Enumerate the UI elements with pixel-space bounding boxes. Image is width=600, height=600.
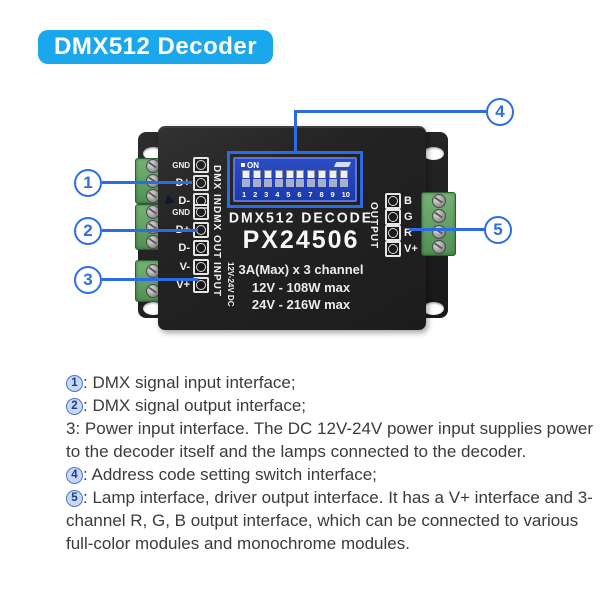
callout-2: 2 (74, 217, 102, 245)
callout-line-5 (409, 228, 486, 231)
terminal-square (385, 225, 401, 241)
dip-switch (263, 170, 272, 187)
pin-row: D+ (156, 222, 209, 238)
dmx-out-group-label: DMX OUT (211, 206, 222, 260)
description-line: channel R, G, B output interface, which … (66, 511, 579, 530)
pin-label: V+ (404, 243, 418, 255)
pin-row: GND (156, 157, 209, 173)
output-group-label: OUTPUT (368, 202, 379, 250)
description-line: 2: DMX signal output interface; (66, 394, 566, 417)
terminal-square (385, 193, 401, 209)
terminal-square (385, 241, 401, 257)
description-line: 5: Lamp interface, driver output interfa… (66, 486, 593, 509)
terminal-square (193, 240, 209, 256)
pin-label: GND (172, 160, 190, 170)
callout-line-1 (102, 181, 192, 184)
power-input-group-label: INPUT (211, 261, 222, 297)
pin-label: R (404, 227, 412, 239)
screw (431, 209, 446, 224)
dip-switch (329, 170, 337, 187)
callout-line-3 (102, 278, 198, 281)
mounting-hole (423, 302, 444, 315)
callout-5: 5 (484, 216, 512, 244)
circled-number-1: 1 (66, 375, 83, 392)
terminal-square (193, 259, 209, 275)
pin-row: V+ (385, 241, 426, 257)
dip-switch (318, 170, 327, 187)
screw (431, 193, 446, 208)
dip-switch (339, 170, 348, 187)
dmx-in-group-label: DMX IN (211, 164, 222, 206)
description-line: 3: Power input interface. The DC 12V-24V… (66, 419, 593, 438)
terminal-square (193, 175, 209, 191)
pin-label: V- (179, 261, 190, 273)
dip-switches (242, 170, 348, 187)
callout-line-4-drop (294, 110, 297, 154)
pin-label: GND (172, 207, 190, 217)
description-line: 4: Address code setting switch interface… (66, 463, 566, 486)
screw (431, 240, 446, 255)
pin-label: B (404, 195, 412, 207)
callout-line-2 (102, 229, 198, 232)
device-brand-line: DMX512 DECODE (228, 208, 374, 226)
mounting-hole (423, 147, 444, 160)
dip-switch (285, 170, 294, 187)
description-line: full-color modules and monochrome module… (66, 534, 410, 553)
terminal-square (385, 209, 401, 225)
power-voltage-label: 12V-24V DC (226, 261, 235, 307)
circled-number-5: 5 (66, 490, 83, 507)
pin-label: D- (178, 195, 190, 207)
pin-row: R (385, 225, 426, 241)
circled-number-2: 2 (66, 398, 83, 415)
spec-line: 24V - 216W max (251, 297, 351, 312)
pin-row: D+ (156, 175, 209, 191)
description-block: 1: DMX signal input interface; 2: DMX si… (66, 371, 593, 555)
dip-switch (274, 170, 283, 187)
screw (431, 224, 446, 239)
dip-switch (307, 170, 316, 187)
pin-row: V- (156, 259, 209, 275)
terminal-square (193, 157, 209, 173)
callout-1: 1 (74, 169, 102, 197)
callout-4: 4 (486, 98, 514, 126)
description-line: 1: DMX signal input interface; (66, 371, 566, 394)
pin-label: V+ (176, 279, 190, 291)
description-line: to the decoder itself and the lamps conn… (66, 442, 527, 461)
spec-line: 12V - 108W max (251, 280, 351, 295)
output-terminal-block (421, 192, 456, 256)
pin-row: V+ (156, 277, 209, 293)
pin-label: G (404, 211, 413, 223)
pin-row: G (385, 209, 426, 225)
callout-3: 3 (74, 266, 102, 294)
terminal-square (193, 277, 209, 293)
circled-number-4: 4 (66, 467, 83, 484)
dip-switch (296, 170, 305, 187)
terminal-square (193, 204, 209, 220)
pin-row: GND (156, 204, 209, 220)
device-model: PX24506 (242, 226, 360, 254)
dip-annotation-box (227, 151, 363, 208)
pin-row: B (385, 193, 426, 209)
page-title: DMX512 Decoder (38, 30, 274, 64)
spec-line: 3A(Max) x 3 channel (238, 262, 364, 277)
pin-row: D- (156, 240, 209, 256)
dip-switch (252, 170, 261, 187)
dip-on-label: ON (241, 161, 259, 170)
pin-label: D- (178, 242, 190, 254)
callout-line-4 (294, 110, 487, 113)
dip-switch (242, 170, 250, 187)
